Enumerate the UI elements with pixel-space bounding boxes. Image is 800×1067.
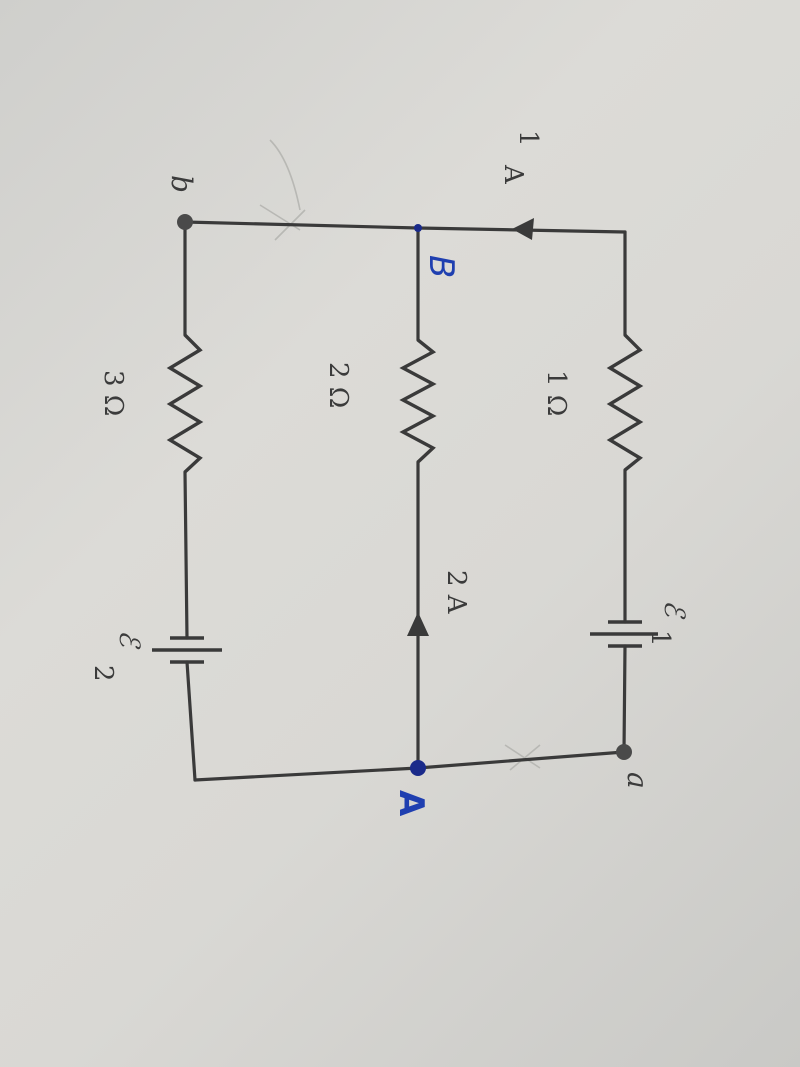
label-emf1-symbol: ℰ [658,600,691,620]
pencil-mark [269,139,301,211]
left-wire-mid [183,470,189,640]
label-emf2-subscript: 2 [88,665,118,682]
label-current-mid: 2 A [441,570,471,615]
current-arrow-top [512,218,534,240]
pencil-mark [504,744,541,771]
label-current-top-number: 1 [513,130,543,147]
label-r3: 3 Ω [98,370,128,416]
pencil-mark [259,204,306,241]
left-wire-lower [185,660,197,782]
right-wire-lower [622,644,627,754]
node-a-dot [616,744,632,760]
label-emf2-symbol: ℰ [113,630,146,650]
label-r2: 2 Ω [323,362,353,408]
label-emf1-subscript: 1 [645,630,675,647]
resistor-1-ohm [606,333,644,472]
node-B-dot [414,224,422,232]
label-r1: 1 Ω [541,370,571,416]
top-wire [183,220,627,234]
node-A-dot [410,760,426,776]
label-node-b: b [165,175,198,193]
node-b-dot [177,214,193,230]
handwritten-B: B [421,255,461,278]
label-current-top-unit: A [498,164,528,185]
bottom-wire [193,750,626,782]
handwritten-A: A [391,790,431,817]
current-arrow-middle [407,612,429,636]
label-node-a: a [621,772,654,789]
resistor-2-ohm [399,338,437,464]
resistor-3-ohm [166,333,204,474]
